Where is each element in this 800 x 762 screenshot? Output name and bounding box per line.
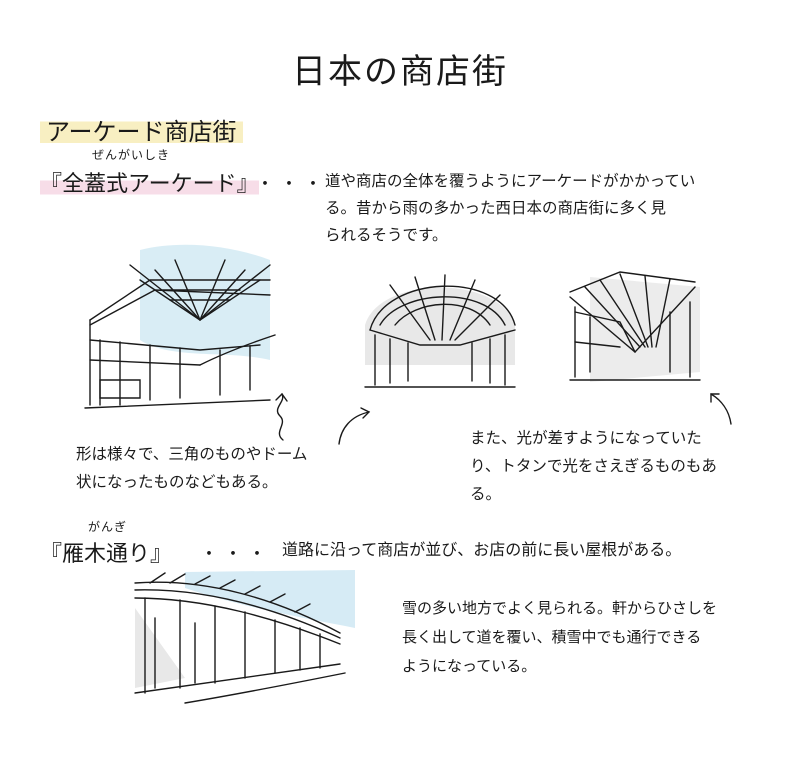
note-line: 形は様々で、三角のものやドーム [76, 445, 308, 463]
term-ruby-zengaishiki: ぜんがいしき [92, 148, 171, 162]
description-line: る。昔から雨の多かった西日本の商店街に多く見 [325, 199, 667, 217]
dots-separator: ・・・ [200, 544, 272, 565]
section-heading-arcade: アーケード商店街 [40, 110, 243, 149]
description-line: 道や商店の全体を覆うようにアーケードがかかってい [325, 172, 696, 190]
curved-arrow-icon [338, 407, 371, 445]
dome-arcade-sketch [364, 274, 516, 388]
term-gangi: 『雁木通り』 [40, 542, 173, 567]
curl-arrow-icon [275, 392, 288, 441]
note-line: り、トタンで光をさえぎるものもあ [470, 457, 717, 475]
note-light: また、光が差すようになっていた り、トタンで光をさえぎるものもあ る。 [470, 424, 717, 508]
note-line: 長く出して道を覆い、積雪中でも通行できる [402, 628, 702, 646]
term-zengaishiki: 『全蓋式アーケード』 [40, 166, 259, 198]
note-gangi: 雪の多い地方でよく見られる。軒からひさしを 長く出して道を覆い、積雪中でも通行で… [402, 594, 717, 681]
note-line: ようになっている。 [402, 657, 537, 675]
triangle-arcade-sketch [84, 244, 276, 409]
gangi-description: 道路に沿って商店が並び、お店の前に長い屋根がある。 [282, 540, 682, 559]
note-shapes: 形は様々で、三角のものやドーム 状になったものなどもある。 [76, 440, 307, 496]
curved-arrow-icon [710, 393, 732, 425]
gangi-street-sketch [134, 570, 355, 704]
note-line: また、光が差すようになっていた [470, 429, 702, 447]
note-line: る。 [470, 485, 502, 503]
description-line: られるそうです。 [325, 226, 448, 244]
note-line: 雪の多い地方でよく見られる。軒からひさしを [402, 599, 718, 617]
dots-separator: ・・・ [256, 174, 328, 195]
arcade-description: 道や商店の全体を覆うようにアーケードがかかってい る。昔から雨の多かった西日本の… [325, 168, 695, 249]
note-line: 状になったものなどもある。 [76, 473, 278, 491]
page-title: 日本の商店街 [292, 52, 508, 92]
skylight-arcade-sketch [569, 271, 701, 382]
term-ruby-gangi: がんぎ [88, 520, 128, 534]
term-zengaishiki-label: 『全蓋式アーケード』 [40, 172, 259, 197]
